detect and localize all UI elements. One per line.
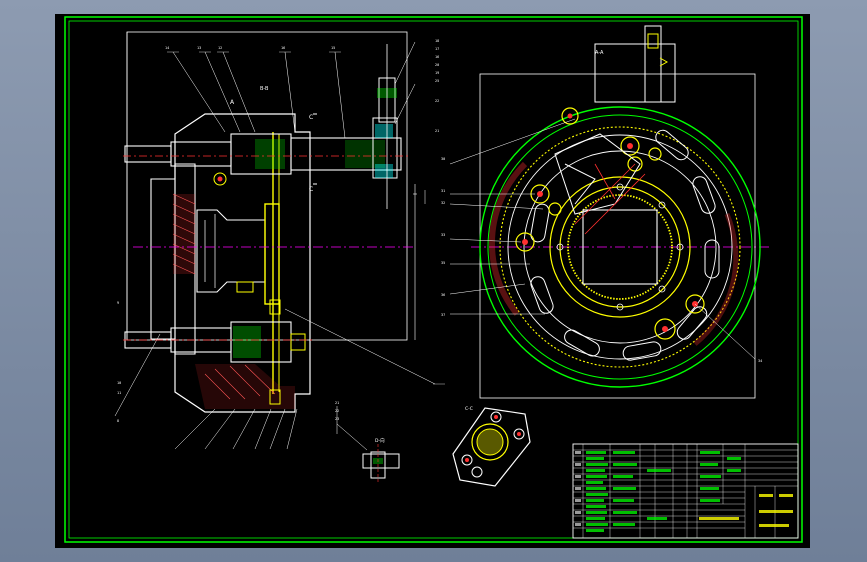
drawing-inner-border [68, 20, 799, 539]
svg-text:9: 9 [117, 301, 119, 305]
svg-text:11: 11 [117, 391, 121, 395]
svg-text:18: 18 [435, 39, 439, 43]
svg-text:21: 21 [335, 401, 339, 405]
svg-text:33: 33 [441, 233, 445, 237]
svg-text:15: 15 [331, 46, 335, 50]
svg-text:16: 16 [435, 55, 439, 59]
section-letter-c-top: C [309, 114, 313, 121]
svg-text:31: 31 [441, 189, 445, 193]
section-view-left: C C A B-B [114, 31, 445, 450]
title-block [572, 443, 799, 539]
svg-text:19: 19 [435, 71, 439, 75]
section-letter-a: A [230, 99, 235, 106]
svg-text:22: 22 [335, 409, 339, 413]
svg-text:35: 35 [441, 261, 445, 265]
section-label-cc: C-C [465, 406, 473, 412]
svg-text:32: 32 [441, 201, 445, 205]
detail-label-d: D-向 [375, 437, 385, 444]
section-letter-c-bottom: C [309, 186, 313, 193]
cad-drawing: C C A B-B [64, 16, 803, 543]
section-view-cc: C-C [452, 406, 531, 487]
svg-text:30: 30 [441, 157, 445, 161]
svg-text:34: 34 [758, 359, 762, 363]
drawing-sheet: C C A B-B [55, 14, 810, 548]
svg-text:13: 13 [197, 46, 201, 50]
svg-text:22: 22 [435, 99, 439, 103]
svg-text:12: 12 [218, 46, 222, 50]
svg-text:17: 17 [435, 47, 439, 51]
svg-text:16: 16 [281, 46, 285, 50]
svg-text:36: 36 [441, 293, 445, 297]
section-label-aa: A-A [595, 50, 604, 56]
section-label-bb: B-B [260, 86, 269, 92]
drawing-border [64, 16, 803, 543]
svg-text:21: 21 [435, 129, 439, 133]
svg-text:8: 8 [117, 419, 119, 423]
svg-text:20: 20 [435, 63, 439, 67]
svg-text:23: 23 [335, 417, 339, 421]
end-view-right: A-A 30 31 32 33 35 36 37 34 [441, 25, 762, 399]
svg-text:10: 10 [117, 381, 121, 385]
detail-view-d: D-向 21 22 23 [335, 401, 400, 484]
svg-text:14: 14 [165, 46, 169, 50]
svg-text:37: 37 [441, 313, 445, 317]
svg-text:25: 25 [435, 79, 439, 83]
